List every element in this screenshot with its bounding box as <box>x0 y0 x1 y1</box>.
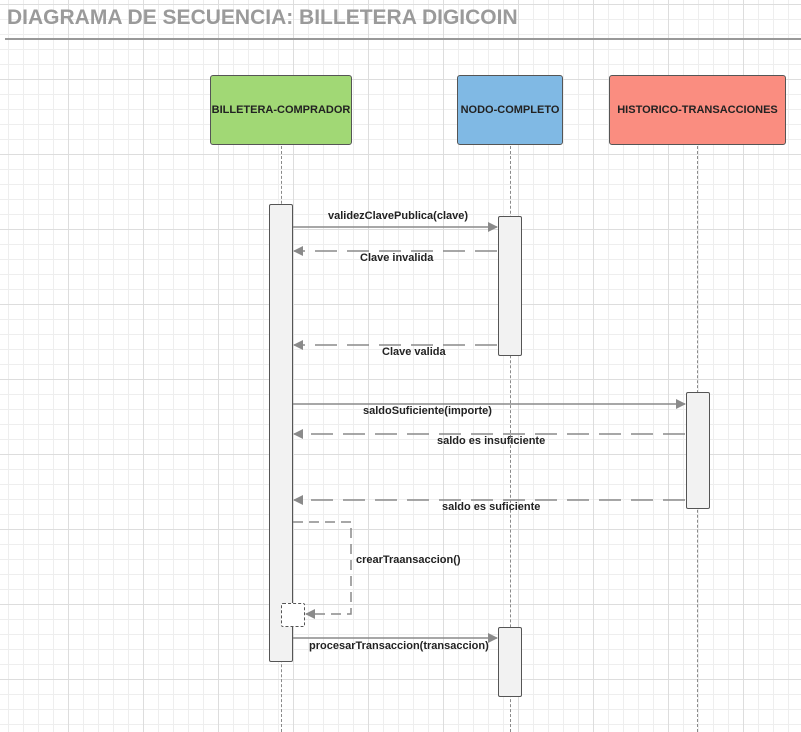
message-label-saldo-insuficiente: saldo es insuficiente <box>437 435 546 447</box>
message-label-crear-transaccion: crearTraansaccion() <box>356 554 461 566</box>
title-divider <box>5 38 801 40</box>
participant-nodo-completo[interactable]: NODO-COMPLETO <box>457 75 563 145</box>
activation-nodo-completo-2[interactable] <box>498 627 522 697</box>
lifeline-nodo-completo <box>510 146 511 732</box>
message-label-saldo-suficiente-call: saldoSuficiente(importe) <box>363 405 492 417</box>
activation-billetera-comprador[interactable] <box>269 204 293 662</box>
message-label-clave-invalida: Clave invalida <box>360 252 434 264</box>
participant-historico-transacciones[interactable]: HISTORICO-TRANSACCIONES <box>609 75 786 145</box>
self-call-activation[interactable] <box>281 603 305 627</box>
diagram-title: DIAGRAMA DE SECUENCIA: BILLETERA DIGICOI… <box>7 6 518 29</box>
activation-nodo-completo-1[interactable] <box>498 216 522 356</box>
arrow-crear-transaccion <box>293 521 352 619</box>
message-label-saldo-suficiente: saldo es suficiente <box>442 501 541 513</box>
message-label-clave-valida: Clave valida <box>382 346 446 358</box>
message-label-validez-clave: validezClavePublica(clave) <box>328 210 469 222</box>
activation-historico-transacciones[interactable] <box>686 392 710 509</box>
participant-billetera-comprador[interactable]: BILLETERA-COMPRADOR <box>210 75 352 145</box>
message-label-procesar-transaccion: procesarTransaccion(transaccion) <box>309 640 489 652</box>
